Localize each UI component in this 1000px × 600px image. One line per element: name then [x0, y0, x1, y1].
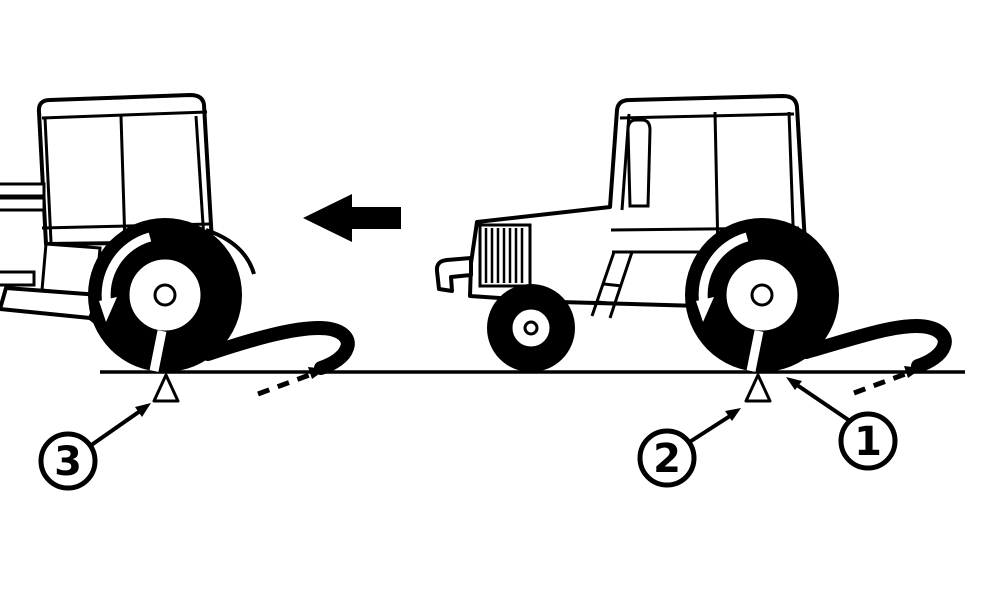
right-ground-mark-triangle	[744, 373, 772, 403]
right-soil-swoosh	[799, 318, 952, 373]
left-tractor-cab	[36, 93, 214, 246]
callout-3-label: 3	[54, 439, 82, 485]
right-wheel-rotation-arrow-icon	[698, 232, 749, 306]
left-cab-rear-pillar	[43, 117, 53, 243]
left-lower-bar	[0, 270, 36, 287]
left-rear-hub	[153, 283, 177, 307]
right-dashed-slip-arrowhead-icon	[904, 366, 922, 378]
right-grille-slats	[484, 228, 524, 283]
callout-1-label: 1	[854, 419, 882, 465]
left-dashed-slip-arrowhead-icon	[308, 367, 326, 379]
callout-3: 3	[38, 403, 151, 491]
right-front-hub	[523, 320, 539, 336]
left-cab-front-pillar	[194, 115, 206, 241]
left-drawbar	[0, 286, 102, 320]
left-soil-swoosh	[201, 320, 355, 375]
callout-2-arrowhead-icon	[725, 408, 741, 421]
callout-2-leader	[686, 414, 732, 445]
right-rear-hub	[750, 283, 774, 307]
callout-3-leader	[88, 407, 145, 448]
callout-2-circle	[637, 428, 697, 488]
right-exhaust-stack	[626, 118, 652, 208]
right-tire-chalk-mark	[746, 330, 764, 372]
callout-1-circle	[838, 411, 898, 471]
right-front-hitch-bracket	[434, 256, 473, 293]
left-wheel-rotation-arrowhead-icon	[99, 297, 117, 322]
callout-3-arrowhead-icon	[135, 403, 151, 417]
callout-3-circle	[38, 431, 98, 491]
right-wheel-rotation-arrowhead-icon	[696, 297, 714, 322]
callout-1-leader	[795, 383, 852, 423]
callout-1-arrowhead-icon	[786, 377, 802, 390]
left-fender-edge	[205, 228, 256, 275]
left-tractor	[0, 93, 355, 403]
left-tire-chalk-mark	[149, 330, 167, 372]
right-cab-roofline	[619, 112, 795, 120]
left-ground-mark-triangle	[152, 373, 180, 403]
left-wheel-rotation-arrow-icon	[101, 232, 152, 306]
left-side-bar-upper	[0, 182, 46, 198]
callout-1: 1	[786, 377, 898, 471]
callout-2: 2	[637, 408, 741, 488]
travel-direction-arrow-icon	[303, 194, 401, 242]
right-cab-steps	[590, 251, 634, 319]
callout-2-label: 2	[653, 436, 681, 482]
left-cab-mid-pillar	[119, 115, 127, 245]
left-side-bar-lower	[0, 196, 46, 212]
right-tractor	[434, 94, 952, 403]
right-dashed-slip-line	[853, 370, 909, 396]
left-dashed-slip-line	[257, 371, 313, 397]
left-cab-roofline	[41, 110, 208, 120]
